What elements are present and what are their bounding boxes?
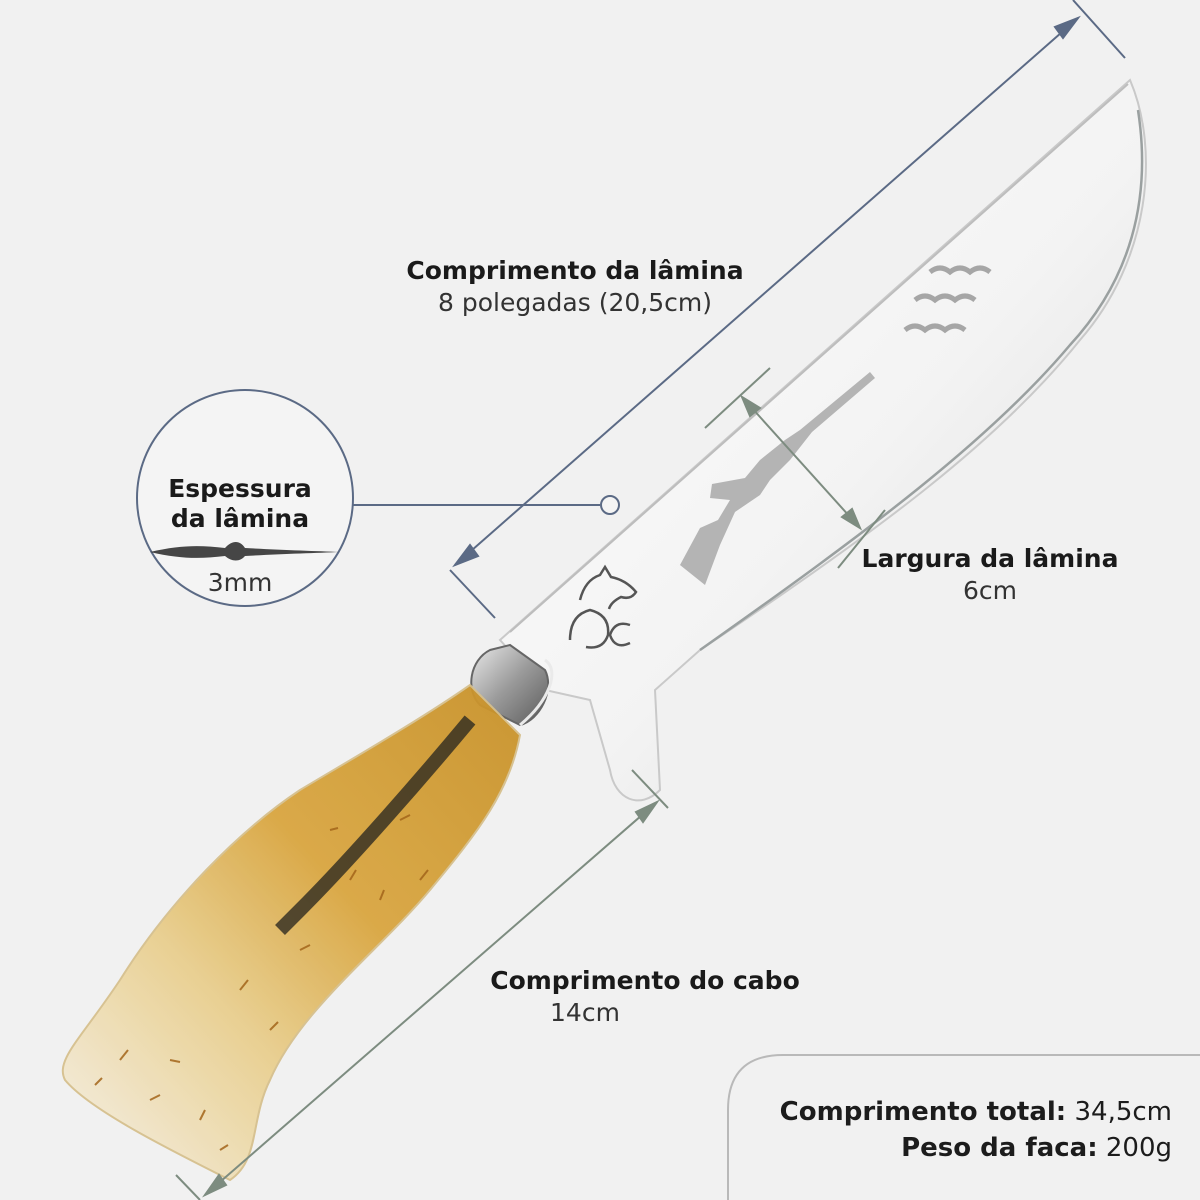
blade-length-label: Comprimento da lâmina 8 polegadas (20,5c… — [370, 255, 780, 319]
rifle-engraving-icon — [680, 372, 875, 585]
blade-thickness-profile — [150, 542, 340, 561]
blade-length-title: Comprimento da lâmina — [406, 256, 744, 285]
blade-width-title: Largura da lâmina — [861, 544, 1119, 573]
handle-gold-flakes — [94, 814, 429, 1151]
blade-thickness-label: Espessura da lâmina — [150, 474, 330, 534]
blade-width-dimension — [704, 367, 886, 569]
handle-length-value: 14cm — [550, 998, 620, 1027]
weight-value: 200g — [1105, 1133, 1172, 1163]
blade-thickness-title-line1: Espessura — [168, 474, 312, 503]
handle-length-title: Comprimento do cabo — [490, 966, 800, 995]
wave-engraving-icon — [903, 265, 992, 334]
handle-pin — [275, 715, 476, 935]
blade-spine-highlight — [509, 83, 1129, 633]
specs-box: Comprimento total: 34,5cm Peso da faca: … — [780, 1094, 1172, 1166]
handle-length-dimension — [175, 769, 669, 1200]
specs-box-frame — [727, 1054, 1200, 1200]
blade-length-value: 8 polegadas (20,5cm) — [438, 288, 712, 317]
blade-thickness-value: 3mm — [207, 568, 273, 597]
total-length-value: 34,5cm — [1074, 1097, 1172, 1127]
blade — [498, 78, 1147, 802]
blade-length-dimension — [449, 0, 1126, 619]
thickness-callout — [136, 389, 620, 607]
blade-edge-highlight — [699, 109, 1144, 652]
blade-width-value: 6cm — [962, 576, 1017, 605]
handle-length-label: Comprimento do cabo 14cm — [455, 965, 835, 1029]
weight-label: Peso da faca: — [901, 1133, 1098, 1163]
total-length-row: Comprimento total: 34,5cm — [780, 1094, 1172, 1130]
weight-row: Peso da faca: 200g — [780, 1130, 1172, 1166]
total-length-label: Comprimento total: — [779, 1097, 1067, 1127]
blade-thickness-title-line2: da lâmina — [170, 504, 310, 533]
resin-handle — [61, 683, 522, 1182]
brand-logo-icon — [568, 564, 638, 649]
blade-width-label: Largura da lâmina 6cm — [840, 543, 1140, 607]
